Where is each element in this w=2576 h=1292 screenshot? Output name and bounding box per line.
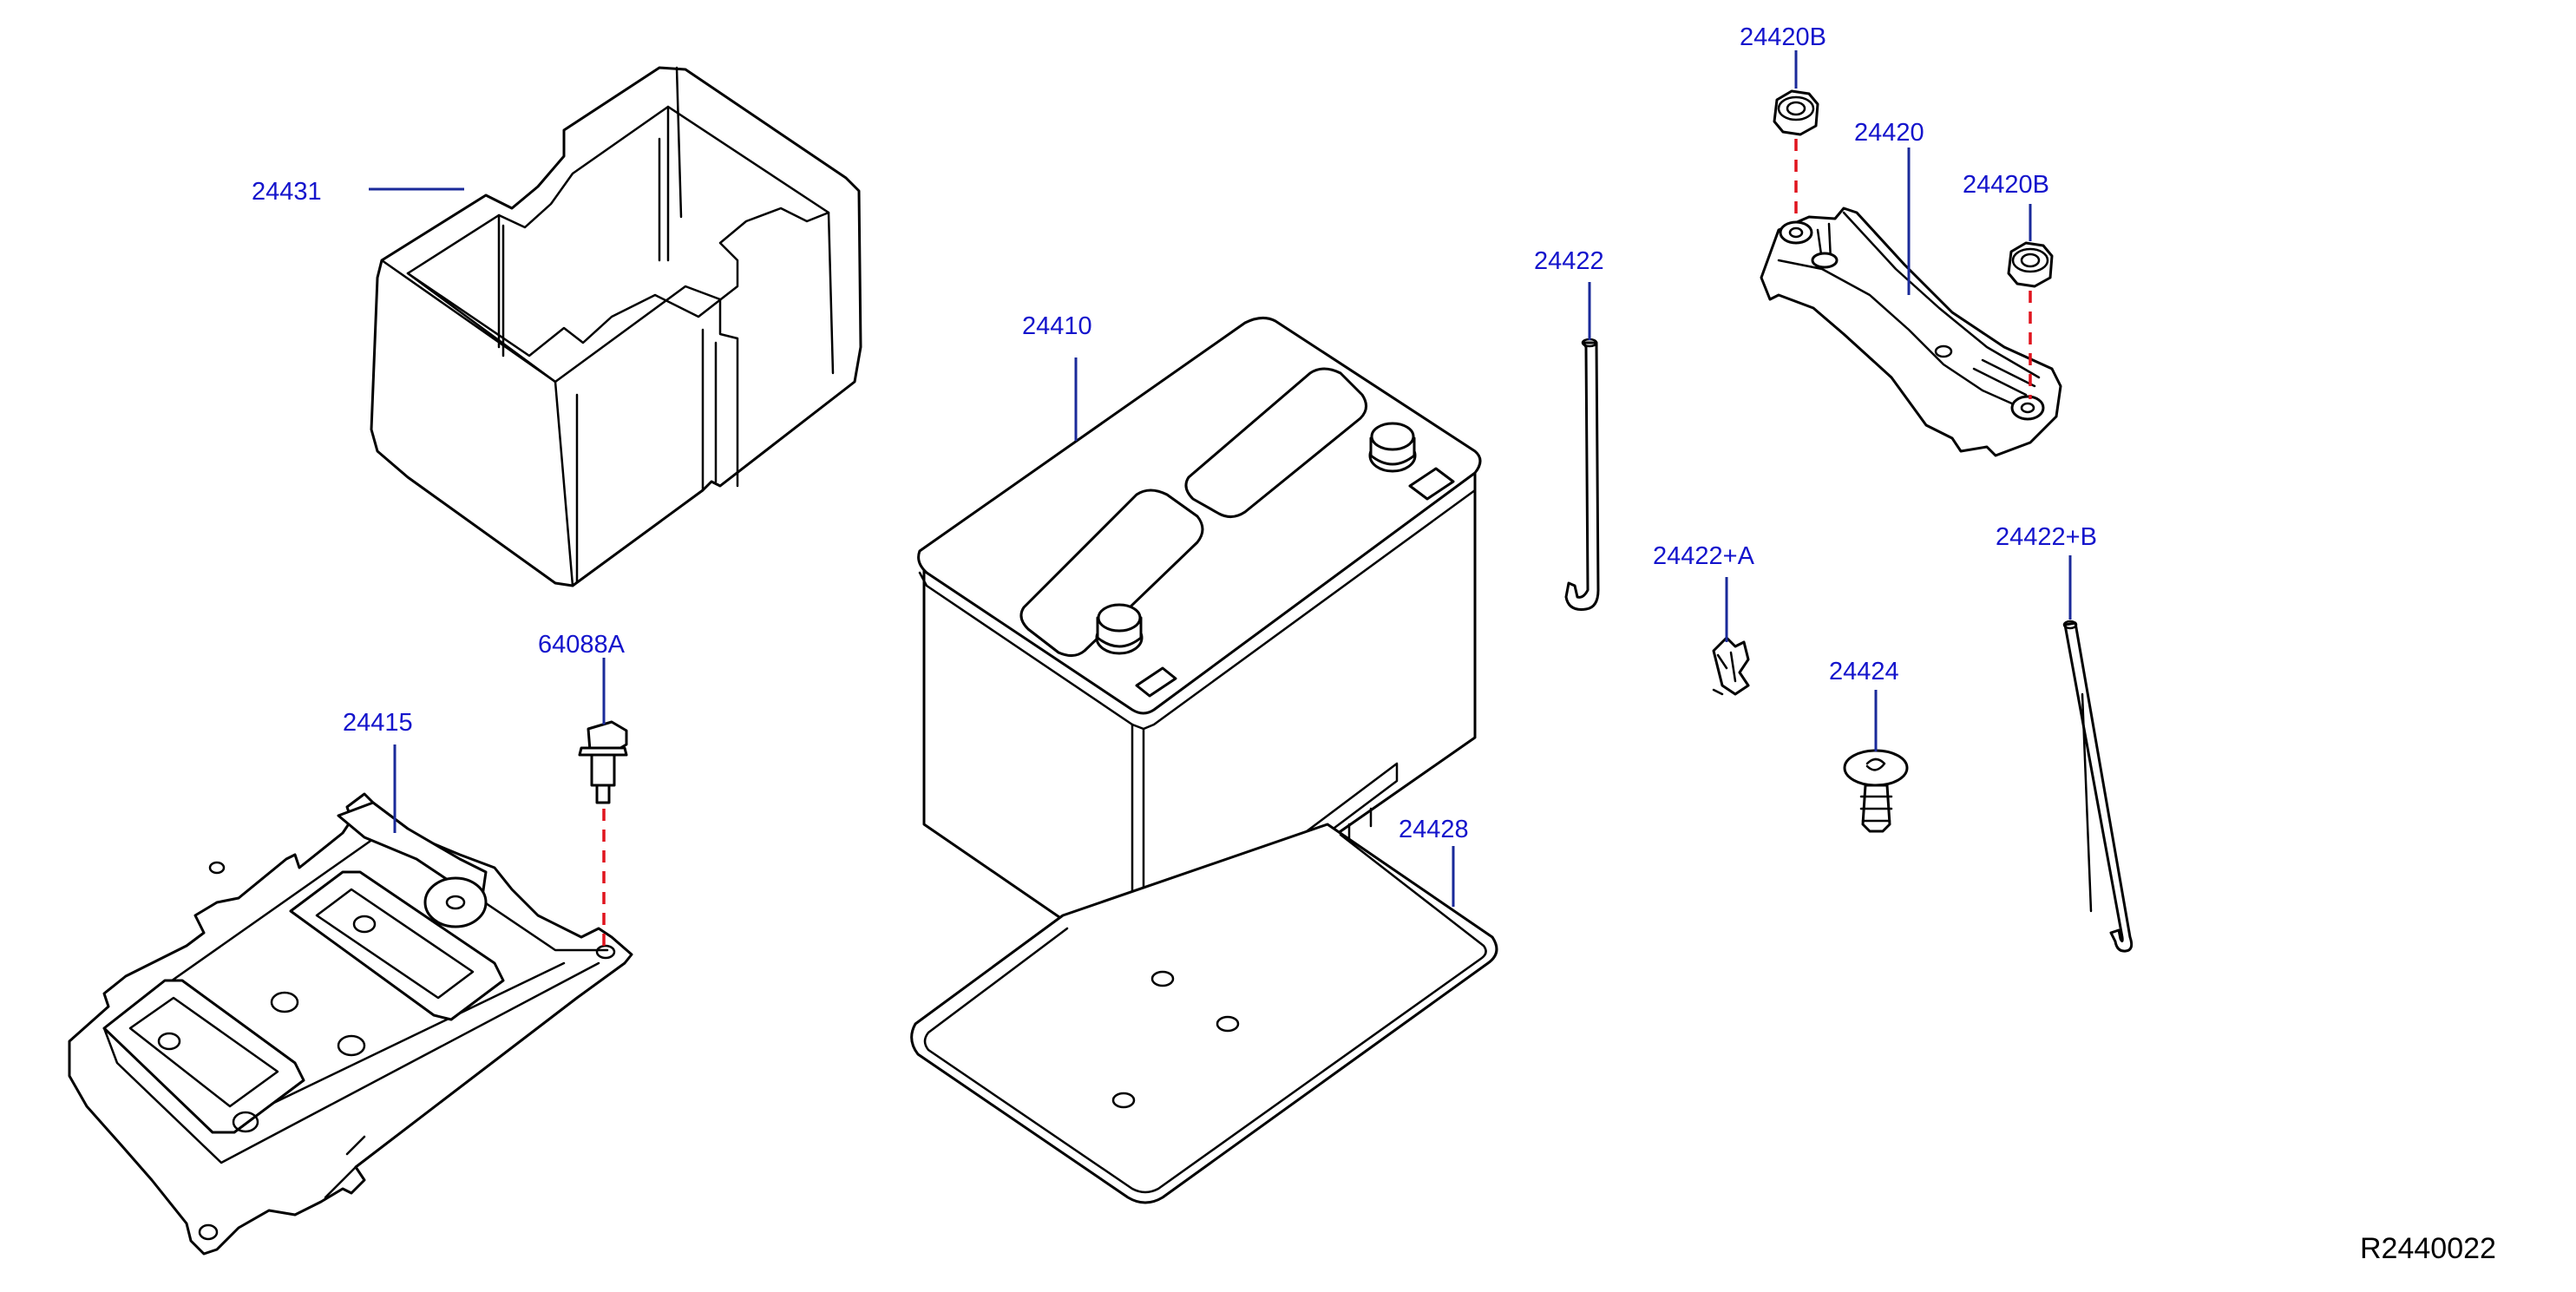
clip-fastener[interactable]: [1843, 749, 1909, 833]
diagram-reference-code: R2440022: [2360, 1232, 2496, 1265]
label-24420: 24420: [1854, 119, 1924, 147]
hold-down-frame-24420[interactable]: [1760, 207, 2062, 457]
rod-24422[interactable]: [1564, 338, 1600, 611]
label-24420B-top: 24420B: [1740, 23, 1826, 51]
rod-24422B[interactable]: [2062, 620, 2134, 953]
label-24415: 24415: [343, 709, 413, 737]
battery-cover-24431[interactable]: [370, 66, 862, 587]
battery-bracket-24415[interactable]: [68, 792, 633, 1256]
bolt-64088A[interactable]: [578, 720, 628, 804]
nut-24420B-right[interactable]: [2007, 241, 2054, 288]
nut-24420B-top[interactable]: [1773, 89, 1819, 136]
label-24422B: 24422+B: [1996, 523, 2097, 551]
label-24410: 24410: [1022, 312, 1092, 340]
label-24422A: 24422+A: [1653, 542, 1755, 570]
label-24422: 24422: [1534, 247, 1604, 275]
clip-24422A[interactable]: [1712, 636, 1750, 696]
label-24431: 24431: [252, 178, 322, 206]
label-24420B-right: 24420B: [1963, 171, 2049, 199]
label-64088A: 64088A: [538, 631, 626, 659]
battery-tray-24428[interactable]: [910, 823, 1498, 1204]
battery-24410[interactable]: [917, 317, 1482, 972]
label-clip-fragment: 24424: [1829, 658, 1899, 685]
label-24428: 24428: [1399, 816, 1469, 843]
